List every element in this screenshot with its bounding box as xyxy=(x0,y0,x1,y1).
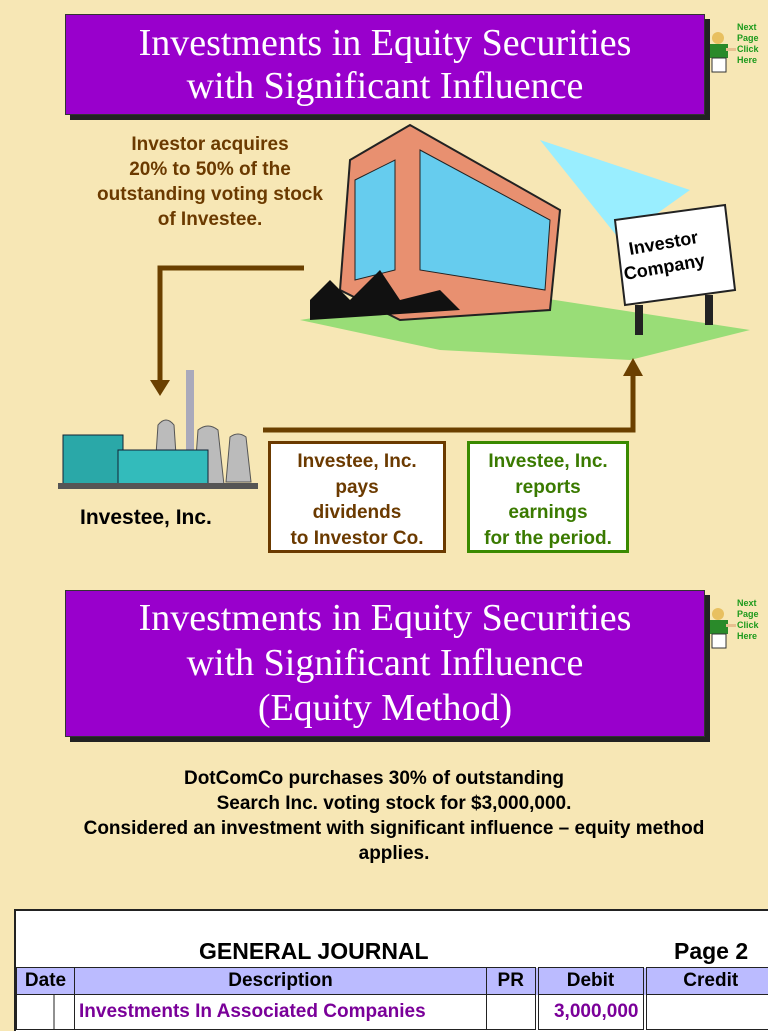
line: reports xyxy=(470,475,626,501)
line: earnings xyxy=(470,500,626,526)
col-description: Description xyxy=(75,968,487,995)
col-credit: Credit xyxy=(645,968,768,995)
description-cell: Investments In Associated Companies xyxy=(75,995,487,1030)
line: applies. xyxy=(20,841,768,866)
table-row: Investments In Associated Companies 3,00… xyxy=(17,995,768,1030)
line: dividends xyxy=(271,500,443,526)
title-line: with Significant Influence xyxy=(66,641,704,686)
header-row: Date Description PR Debit Credit xyxy=(17,968,768,995)
next-text: Click xyxy=(737,620,759,631)
line: DotComCo purchases 30% of outstanding xyxy=(20,766,728,791)
debit-cell: 3,000,000 xyxy=(537,995,645,1030)
factory-icon xyxy=(58,365,263,495)
line: Investee, Inc. xyxy=(271,449,443,475)
line: pays xyxy=(271,475,443,501)
col-debit: Debit xyxy=(537,968,645,995)
runner-icon xyxy=(704,606,736,654)
line: Considered an investment with significan… xyxy=(20,816,768,841)
line: to Investor Co. xyxy=(271,526,443,552)
journal-title: GENERAL JOURNAL xyxy=(199,938,429,965)
credit-cell xyxy=(645,995,768,1030)
col-date: Date xyxy=(17,968,75,995)
pr-cell xyxy=(487,995,537,1030)
title-line: Investments in Equity Securities xyxy=(66,596,704,641)
investee-label: Investee, Inc. xyxy=(80,506,212,530)
general-journal: GENERAL JOURNAL Page 2 Date Description … xyxy=(14,909,768,1031)
journal-table: Date Description PR Debit Credit Investm… xyxy=(16,967,768,1030)
date-cell xyxy=(17,995,75,1030)
next-text: Page xyxy=(737,609,759,620)
col-pr: PR xyxy=(487,968,537,995)
journal-page: Page 2 xyxy=(674,938,748,965)
line: Search Inc. voting stock for $3,000,000. xyxy=(20,791,768,816)
line: for the period. xyxy=(470,526,626,552)
next-text: Here xyxy=(737,631,759,642)
slide2-title: Investments in Equity Securities with Si… xyxy=(65,590,705,737)
title-line: (Equity Method) xyxy=(66,686,704,731)
next-text: Next xyxy=(737,598,759,609)
line: Investee, Inc. xyxy=(470,449,626,475)
